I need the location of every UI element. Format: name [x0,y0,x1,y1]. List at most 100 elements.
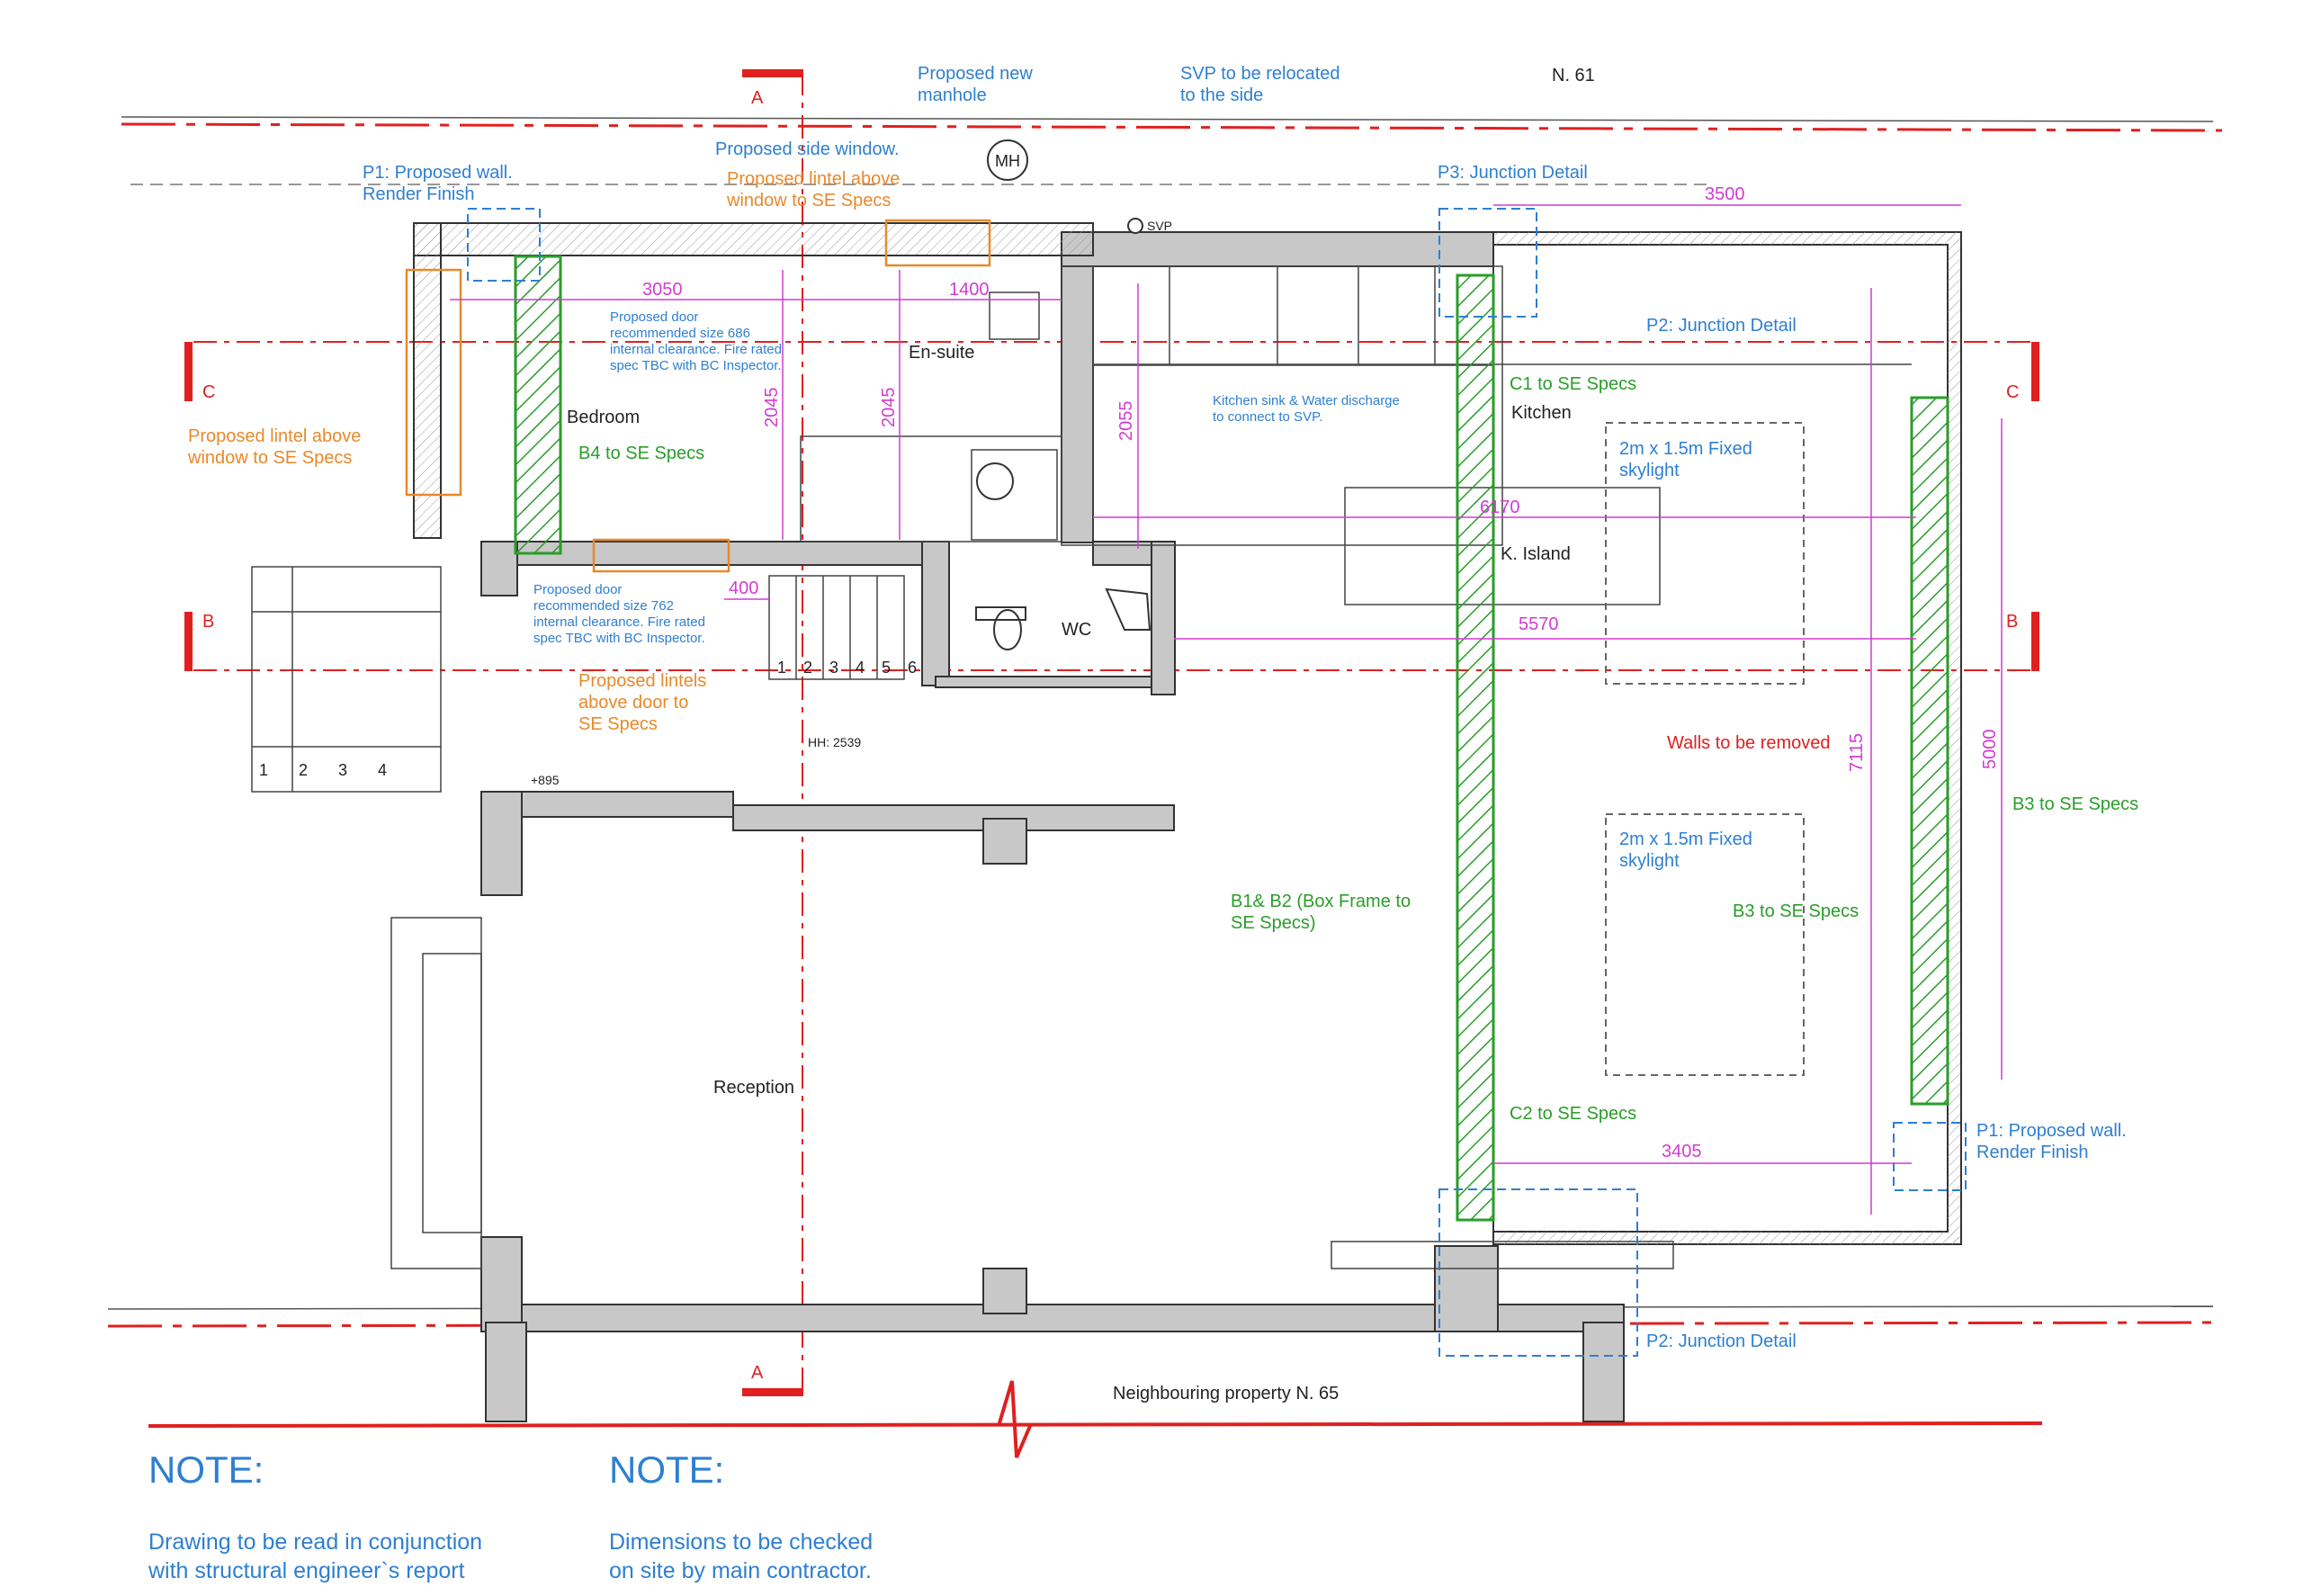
door-686-label: Proposed door [610,309,698,325]
b1b2-label: B1& B2 (Box Frame to [1231,892,1411,911]
dim-5570: 5570 [1519,614,1559,634]
door-686-label: recommended size 686 [610,326,750,341]
dim-2055: 2055 [1116,401,1136,442]
interior-linework [251,265,1912,1269]
room-island: K. Island [1501,544,1571,564]
door-686-label: spec TBC with BC Inspector. [610,358,782,373]
dim-5000: 5000 [1980,730,2000,770]
dim-3405: 3405 [1662,1142,1702,1161]
kitchen-sink-label: to connect to SVP. [1213,409,1322,425]
b4-label: B4 to SE Specs [578,444,704,463]
lintel-window-left-label: window to SE Specs [187,448,352,468]
skylight-1-label: skylight [1619,461,1680,480]
dimension-lines [450,204,2003,1215]
p2-junction-top-label: P2: Junction Detail [1646,316,1797,336]
dim-3500: 3500 [1705,184,1745,204]
stair-number: 6 [908,659,917,677]
beams [514,255,1949,1222]
kitchen-sink-label: Kitchen sink & Water discharge [1213,393,1400,408]
lintel-window-left-label: Proposed lintel above [188,426,361,446]
p1-wall-top-label: P1: Proposed wall. [363,163,513,183]
b3-right-label: B3 to SE Specs [2012,794,2138,814]
room-reception: Reception [713,1078,794,1098]
skylight-2-label: skylight [1619,851,1680,871]
note-line: Drawing to be read in conjunction [148,1529,483,1555]
section-lines [184,69,2039,1396]
dim-3050: 3050 [642,280,683,300]
step-number: 1 [259,761,268,779]
section-a-bottom: A [751,1363,764,1383]
dim-7115: 7115 [1847,733,1867,772]
step-number: 3 [338,761,347,779]
lintels-door-label: SE Specs [578,714,658,734]
proposed-manhole-label: Proposed new [918,64,1033,84]
door-762-label: recommended size 762 [533,598,674,614]
skylight-2-label: 2m x 1.5m Fixed [1619,829,1752,849]
dim-1400: 1400 [949,280,990,300]
door-686-label: internal clearance. Fire rated [610,342,782,357]
room-bedroom: Bedroom [567,408,640,427]
note-heading: NOTE: [148,1448,264,1491]
step-number: 2 [299,761,308,779]
door-762-label: Proposed door [533,582,622,597]
stair-number: 4 [856,659,865,677]
junction-boxes [467,208,1967,1357]
door-762-label: internal clearance. Fire rated [533,614,705,630]
skylight-1-label: 2m x 1.5m Fixed [1619,439,1752,459]
p1-wall-right-label: P1: Proposed wall. [1976,1121,2127,1141]
hh-label: HH: 2539 [808,735,861,749]
stair-number: 5 [882,659,891,677]
lintel-window-top-label: Proposed lintel above [727,169,900,189]
svp-relocated-label: to the side [1180,85,1263,105]
note-line: with structural engineer`s report [148,1558,465,1583]
door-762-label: spec TBC with BC Inspector. [533,631,705,646]
b1b2-label: SE Specs) [1231,913,1315,933]
note-line: Dimensions to be checked [609,1529,874,1555]
n61-label: N. 61 [1552,66,1595,85]
walls [480,231,1625,1422]
p2-junction-bottom-label: P2: Junction Detail [1646,1331,1797,1351]
svp-label: SVP [1147,219,1172,233]
neighbour-label: Neighbouring property N. 65 [1113,1384,1339,1403]
c1-label: C1 to SE Specs [1510,374,1636,394]
section-b-left: B [202,612,214,632]
dim-2045a: 2045 [762,388,782,428]
b3-inner-label: B3 to SE Specs [1733,901,1859,921]
stair-number: 1 [777,659,786,677]
lintels-door-label: above door to [578,693,688,713]
proposed-manhole-label: manhole [918,85,987,105]
mh-label: MH [995,152,1020,170]
lintel-window-top-label: window to SE Specs [726,191,891,211]
section-b-right: B [2006,612,2018,632]
section-c-left: C [202,382,215,402]
step-number: 4 [378,761,387,779]
dim-400: 400 [729,578,758,598]
stair-number: 2 [803,659,812,677]
room-wc: WC [1062,620,1091,640]
p1-wall-top-label: Render Finish [363,184,475,204]
sanitary [975,462,1152,650]
section-c-right: C [2006,382,2019,402]
section-a-top: A [751,88,764,108]
dim-6170: 6170 [1480,498,1520,517]
dim-2045b: 2045 [879,388,899,428]
note-dimensions: NOTE: Dimensions to be checked on site b… [609,1448,1059,1585]
plus895-label: +895 [531,773,560,787]
c2-label: C2 to SE Specs [1510,1104,1636,1124]
note-heading: NOTE: [609,1448,725,1491]
proposed-side-window-label: Proposed side window. [715,139,900,159]
p3-junction-label: P3: Junction Detail [1438,163,1588,183]
room-ensuite: En-suite [909,343,974,363]
p1-wall-right-label: Render Finish [1976,1143,2089,1162]
lintels-door-label: Proposed lintels [578,671,706,691]
room-kitchen: Kitchen [1511,403,1572,423]
stair-number: 3 [829,659,838,677]
walls-removed-label: Walls to be removed [1667,733,1831,753]
lintels [405,219,991,573]
svp-relocated-label: SVP to be relocated [1180,64,1340,84]
note-structural: NOTE: Drawing to be read in conjunction … [148,1448,598,1585]
skylights [1605,422,1805,1076]
manhole [987,139,1143,234]
note-line: on site by main contractor. [609,1558,872,1583]
